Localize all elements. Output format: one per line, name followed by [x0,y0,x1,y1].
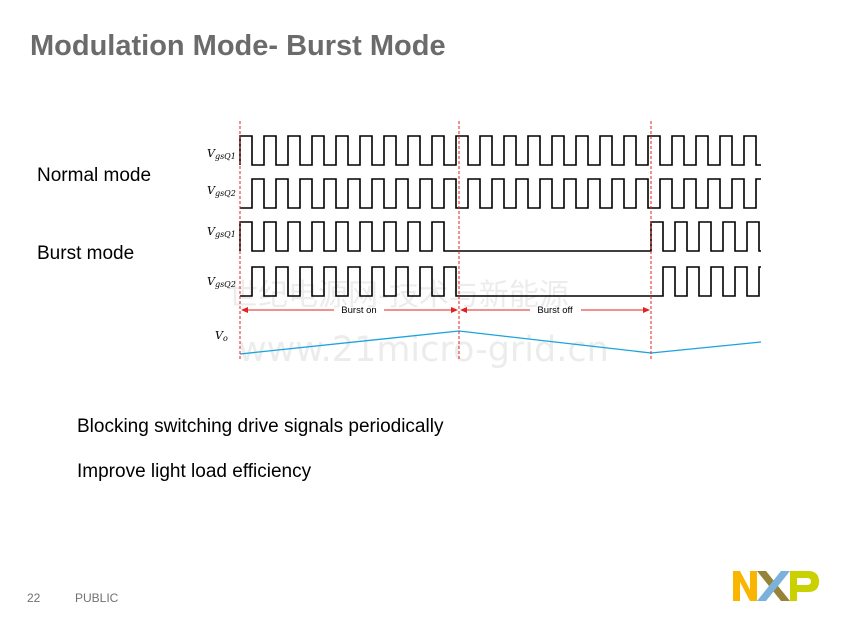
trace-vgsq1-burst [239,221,761,252]
normal-mode-label: Normal mode [37,165,152,186]
trace-vo-ramp [239,330,762,355]
page-number: 22 [27,591,41,605]
signal-label-vo: Vo [215,329,228,343]
watermark-line2: www.21micro-grid.cn [238,330,609,370]
nxp-logo [733,571,819,601]
burst-mode-label: Burst mode [37,243,135,264]
signal-label-vgsq2-burst: VgsQ2 [207,275,236,289]
page-title: Modulation Mode- Burst Mode [30,30,446,62]
trace-vgsq2-normal [240,178,761,209]
signal-label-vgsq1-normal: VgsQ1 [207,147,236,161]
bullet-efficiency: Improve light load efficiency [77,461,312,482]
burst-off-label: Burst off [537,305,573,316]
classification-label: PUBLIC [75,591,119,605]
signal-label-vgsq1-burst: VgsQ1 [207,225,236,239]
trace-vgsq1-normal [239,135,761,166]
bullet-blocking: Blocking switching drive signals periodi… [77,416,444,437]
burst-on-label: Burst on [341,305,376,316]
burst-on-interval: Burst on [241,305,458,316]
trace-vgsq2-burst [240,266,761,297]
burst-off-interval: Burst off [460,305,650,316]
signal-label-vgsq2-normal: VgsQ2 [207,184,236,198]
